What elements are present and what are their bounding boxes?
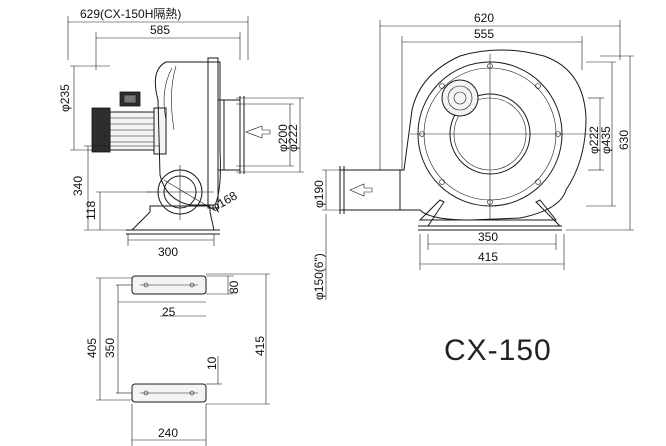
front-housing-diameter: φ435: [599, 126, 613, 154]
plan-total-height: 415: [253, 336, 267, 356]
side-motor-diameter: φ235: [58, 84, 72, 112]
plan-outer-height: 405: [85, 338, 99, 358]
motor-fan-cover: [91, 107, 111, 153]
side-overall-length: 629(CX-150H隔熱): [80, 7, 181, 21]
front-outlet-pipe: φ150(6"): [312, 253, 326, 300]
plan-hole-offset: 25: [162, 305, 176, 319]
blower-housing: [154, 61, 221, 206]
front-body-width: 555: [474, 27, 494, 41]
front-outlet-diameter: φ190: [312, 180, 326, 208]
side-outlet-outer: φ222: [286, 124, 300, 152]
side-view: 629(CX-150H隔熱) 585 φ235: [58, 7, 304, 259]
front-overall-width: 620: [474, 11, 494, 25]
front-overall-height: 630: [617, 130, 631, 150]
side-base-width: 300: [158, 245, 178, 259]
plan-inner-height: 350: [103, 338, 117, 358]
side-body-length: 585: [150, 23, 170, 37]
plan-hole-depth: 80: [227, 280, 241, 294]
front-base-outer: 415: [478, 250, 498, 264]
side-inlet-diameter: φ168: [209, 188, 240, 214]
side-outlet-inner: φ200: [276, 124, 290, 152]
side-height-center: 340: [71, 176, 85, 196]
side-base: [130, 205, 215, 231]
plan-slot: 10: [205, 356, 219, 370]
side-base-height: 118: [84, 201, 98, 220]
model-name: CX-150: [444, 334, 552, 367]
front-inlet-inner: φ222: [587, 126, 601, 154]
front-view: 620 555: [312, 11, 634, 300]
base-plan-view: 80 25 350 405 415 10 240: [85, 273, 270, 446]
motor-face: [441, 79, 479, 117]
plan-slot-length: 240: [158, 426, 178, 440]
front-base-inner: 350: [478, 230, 498, 244]
front-housing: [399, 49, 587, 221]
